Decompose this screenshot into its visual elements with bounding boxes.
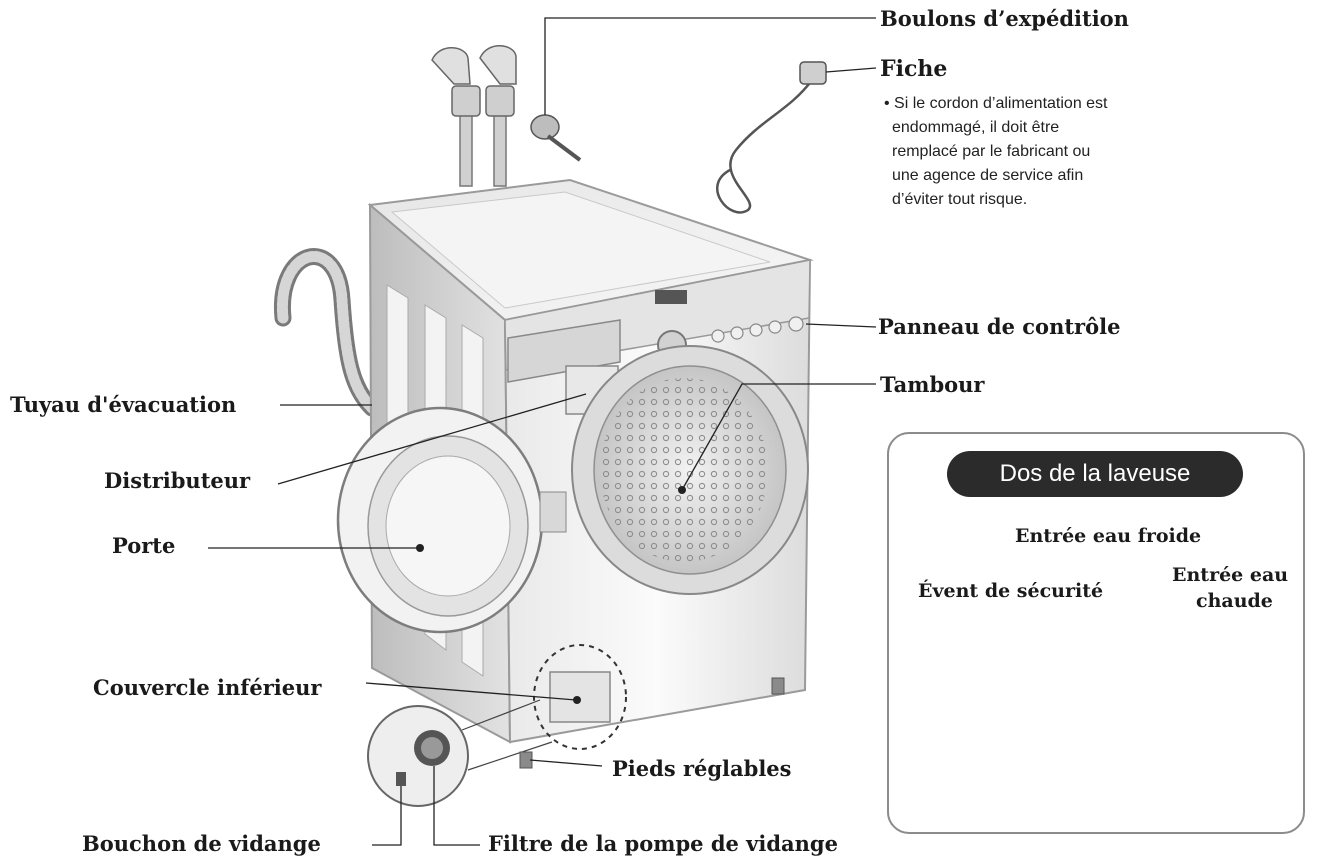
power-cord <box>716 61 827 214</box>
plug-warning-note: • Si le cordon d’alimentation est endomm… <box>884 92 1184 212</box>
label-hot-water-inlet-line2: chaude <box>1196 590 1273 612</box>
drum <box>571 345 809 595</box>
label-drain-hose: Tuyau d'évacuation <box>10 392 237 417</box>
water-taps <box>431 45 517 187</box>
label-door: Porte <box>112 533 176 558</box>
plug-note-line-5: d’éviter tout risque. <box>892 191 1028 208</box>
label-safety-vent: Évent de sécurité <box>918 580 1104 602</box>
leader-lines <box>208 17 877 846</box>
label-hot-water-inlet-line1: Entrée eau <box>1172 564 1289 586</box>
label-dispenser: Distributeur <box>104 468 251 493</box>
label-cold-water-inlet: Entrée eau froide <box>1015 525 1202 547</box>
plug-note-line-2: endommagé, il doit être <box>892 119 1060 136</box>
door <box>336 406 567 634</box>
inset-title: Dos de la laveuse <box>947 451 1243 497</box>
adjustable-feet <box>519 677 785 769</box>
label-drain-pump-filter: Filtre de la pompe de vidange <box>488 831 838 856</box>
label-plug: Fiche <box>880 56 948 82</box>
drain-zoom-circle <box>367 699 553 807</box>
plug-note-line-1: • Si le cordon d’alimentation est <box>884 95 1108 112</box>
shipping-bolt <box>530 114 582 162</box>
label-adjustable-feet: Pieds réglables <box>612 756 792 781</box>
plug-note-line-4: une agence de service afin <box>892 167 1084 184</box>
plug-note-line-3: remplacé par le fabricant ou <box>892 143 1091 160</box>
label-lower-cover: Couvercle inférieur <box>93 675 322 700</box>
label-drain-plug: Bouchon de vidange <box>82 831 321 856</box>
label-shipping-bolts: Boulons d’expédition <box>880 6 1129 31</box>
washer-back-inset <box>887 432 1305 834</box>
label-control-panel: Panneau de contrôle <box>878 314 1121 339</box>
label-drum: Tambour <box>880 372 985 397</box>
drain-hose <box>273 248 381 417</box>
